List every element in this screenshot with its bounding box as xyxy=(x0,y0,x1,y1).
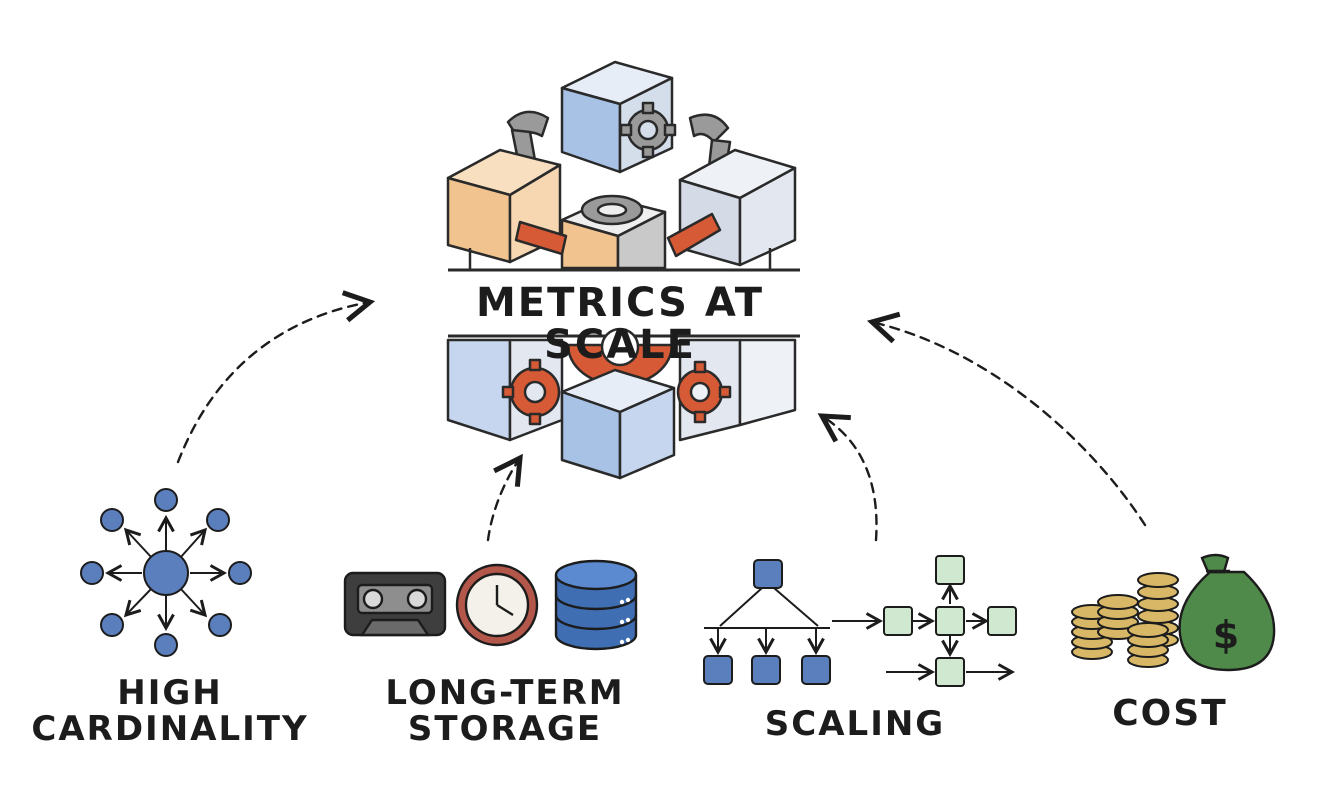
bottom-cube-icon xyxy=(560,368,676,480)
label-line: SCALING xyxy=(764,704,946,744)
gear-icon xyxy=(619,101,677,159)
label-line: CARDINALITY xyxy=(31,708,309,749)
coin-stacks-icon xyxy=(1071,572,1179,668)
arrow-scaling xyxy=(817,413,878,542)
dashed-arrows xyxy=(176,290,1147,542)
label-long-term-storage: LONG-TERM STORAGE xyxy=(355,673,655,749)
cassette-tape-icon xyxy=(343,571,447,637)
diagram-title: METRICS AT SCALE xyxy=(475,280,765,368)
dollar-sign: $ xyxy=(1213,613,1239,657)
label-high-cardinality: HIGH CARDINALITY xyxy=(10,673,330,749)
money-bag-icon: $ xyxy=(1178,553,1276,672)
pipe-icon xyxy=(514,212,722,258)
grid-scaling-icon xyxy=(832,555,1017,687)
arrow-long-term-storage xyxy=(486,453,523,542)
middle-cube-icon xyxy=(560,194,667,270)
label-line: COST xyxy=(1112,693,1228,734)
label-cost: COST xyxy=(1090,695,1250,733)
arrow-high-cardinality xyxy=(176,290,376,464)
label-scaling: SCALING xyxy=(740,704,970,744)
right-cube-icon xyxy=(678,148,797,267)
hierarchy-tree-icon xyxy=(703,559,831,685)
clock-icon xyxy=(455,563,539,647)
top-cube-icon xyxy=(560,60,674,174)
label-line: STORAGE xyxy=(407,708,603,749)
label-line: HIGH xyxy=(117,673,223,713)
network-hub-icon xyxy=(80,488,252,657)
label-line: LONG-TERM xyxy=(385,673,625,713)
gear-icon xyxy=(501,358,561,426)
database-icon xyxy=(554,559,638,651)
arrow-cost xyxy=(866,311,1147,527)
gear-icon xyxy=(676,360,732,424)
cube-cluster-icon xyxy=(446,60,800,480)
